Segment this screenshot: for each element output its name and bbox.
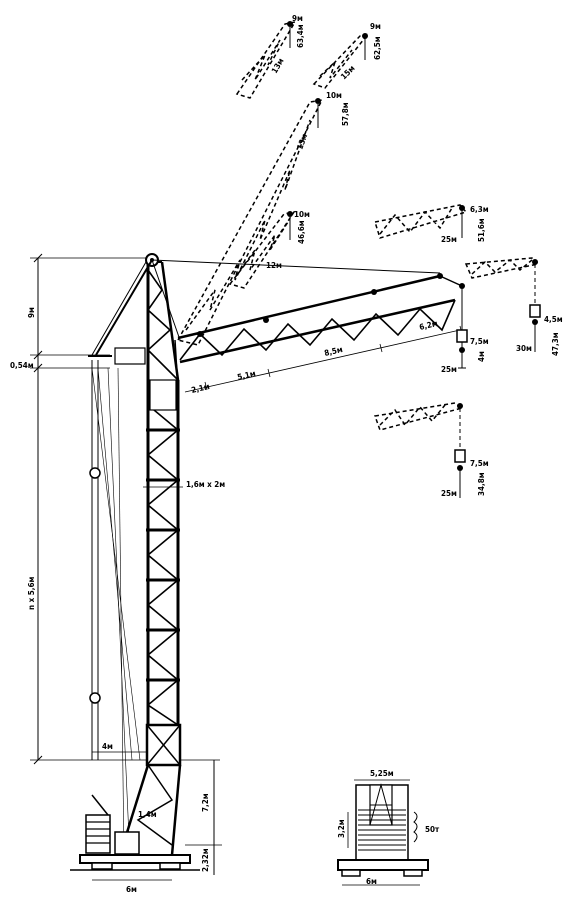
dim-h-625: 62,5м	[373, 36, 382, 60]
dim-cw-height: 3,2м	[337, 819, 346, 838]
jib-top-b	[312, 32, 370, 89]
config-low	[373, 402, 466, 498]
jib-long	[176, 98, 324, 346]
dim-inner-14: 1,4м	[138, 810, 157, 819]
dim-hook-348: 34,8м	[477, 472, 486, 496]
dim-cw-gauge: 6м	[366, 877, 377, 886]
dim-len-12: 12м	[266, 261, 282, 270]
dim-boom-51: 5,1м	[236, 369, 256, 382]
dim-cap-25b: 25м	[441, 489, 457, 498]
dim-cw-weight: 50т	[425, 825, 440, 834]
hoist-cables	[89, 360, 141, 861]
dim-cap-25c: 25м	[441, 235, 457, 244]
config-right	[464, 257, 541, 352]
dim-hook-473: 47,3м	[551, 332, 560, 356]
dim-cap-25a: 25м	[441, 365, 457, 374]
tower-head	[88, 253, 441, 357]
main-boom	[174, 273, 465, 391]
dim-jib-63: 6,3м	[470, 205, 489, 214]
dim-jib-9b: 9м	[370, 22, 381, 31]
dim-hook-75b: 7,5м	[470, 459, 489, 468]
dim-track-gauge: 6м	[126, 885, 137, 894]
mast	[114, 261, 182, 767]
dim-boom-62: 6,2м	[418, 319, 438, 332]
dim-h-578: 57,8м	[341, 102, 350, 126]
dim-h-634: 63,4м	[296, 24, 305, 48]
dim-lower-232: 2,32м	[201, 848, 210, 872]
dim-len-13a: 13м	[270, 57, 286, 75]
config-mid	[374, 204, 468, 239]
dim-jib-10a: 10м	[326, 91, 342, 100]
dim-boom-85: 8,5м	[323, 345, 343, 358]
dim-h-516: 51,6м	[477, 218, 486, 242]
dim-boom-21: 2,1м	[190, 382, 210, 395]
counterweight-detail	[337, 779, 429, 886]
hook-boom-tip	[456, 288, 468, 369]
dim-mast-section: 1,6м x 2м	[186, 480, 225, 489]
dim-hook-45: 4,5м	[544, 315, 563, 324]
dim-cw-width: 5,25м	[370, 769, 394, 778]
dim-tower-top: 9м	[27, 307, 36, 318]
dim-len-13b: 13м	[295, 133, 309, 151]
dim-jib-10b: 10м	[294, 210, 310, 219]
left-dimensions	[30, 253, 220, 765]
jib-short	[228, 210, 296, 289]
dim-portal-72: 7,2м	[201, 793, 210, 812]
dim-hook-4: 4м	[477, 351, 486, 362]
jib-top-a	[235, 20, 297, 99]
dim-base-4: 4м	[102, 742, 113, 751]
dim-mast-height: n x 5,6м	[27, 576, 36, 610]
dim-offset-054: 0,54м	[10, 361, 34, 370]
dim-h-466: 46,6м	[297, 220, 306, 244]
dim-len-15: 15м	[339, 64, 357, 82]
dim-jib-9a: 9м	[292, 14, 303, 23]
dim-cap-30: 30м	[516, 344, 532, 353]
dim-hook-75a: 7,5м	[470, 337, 489, 346]
portal-base	[70, 764, 200, 871]
